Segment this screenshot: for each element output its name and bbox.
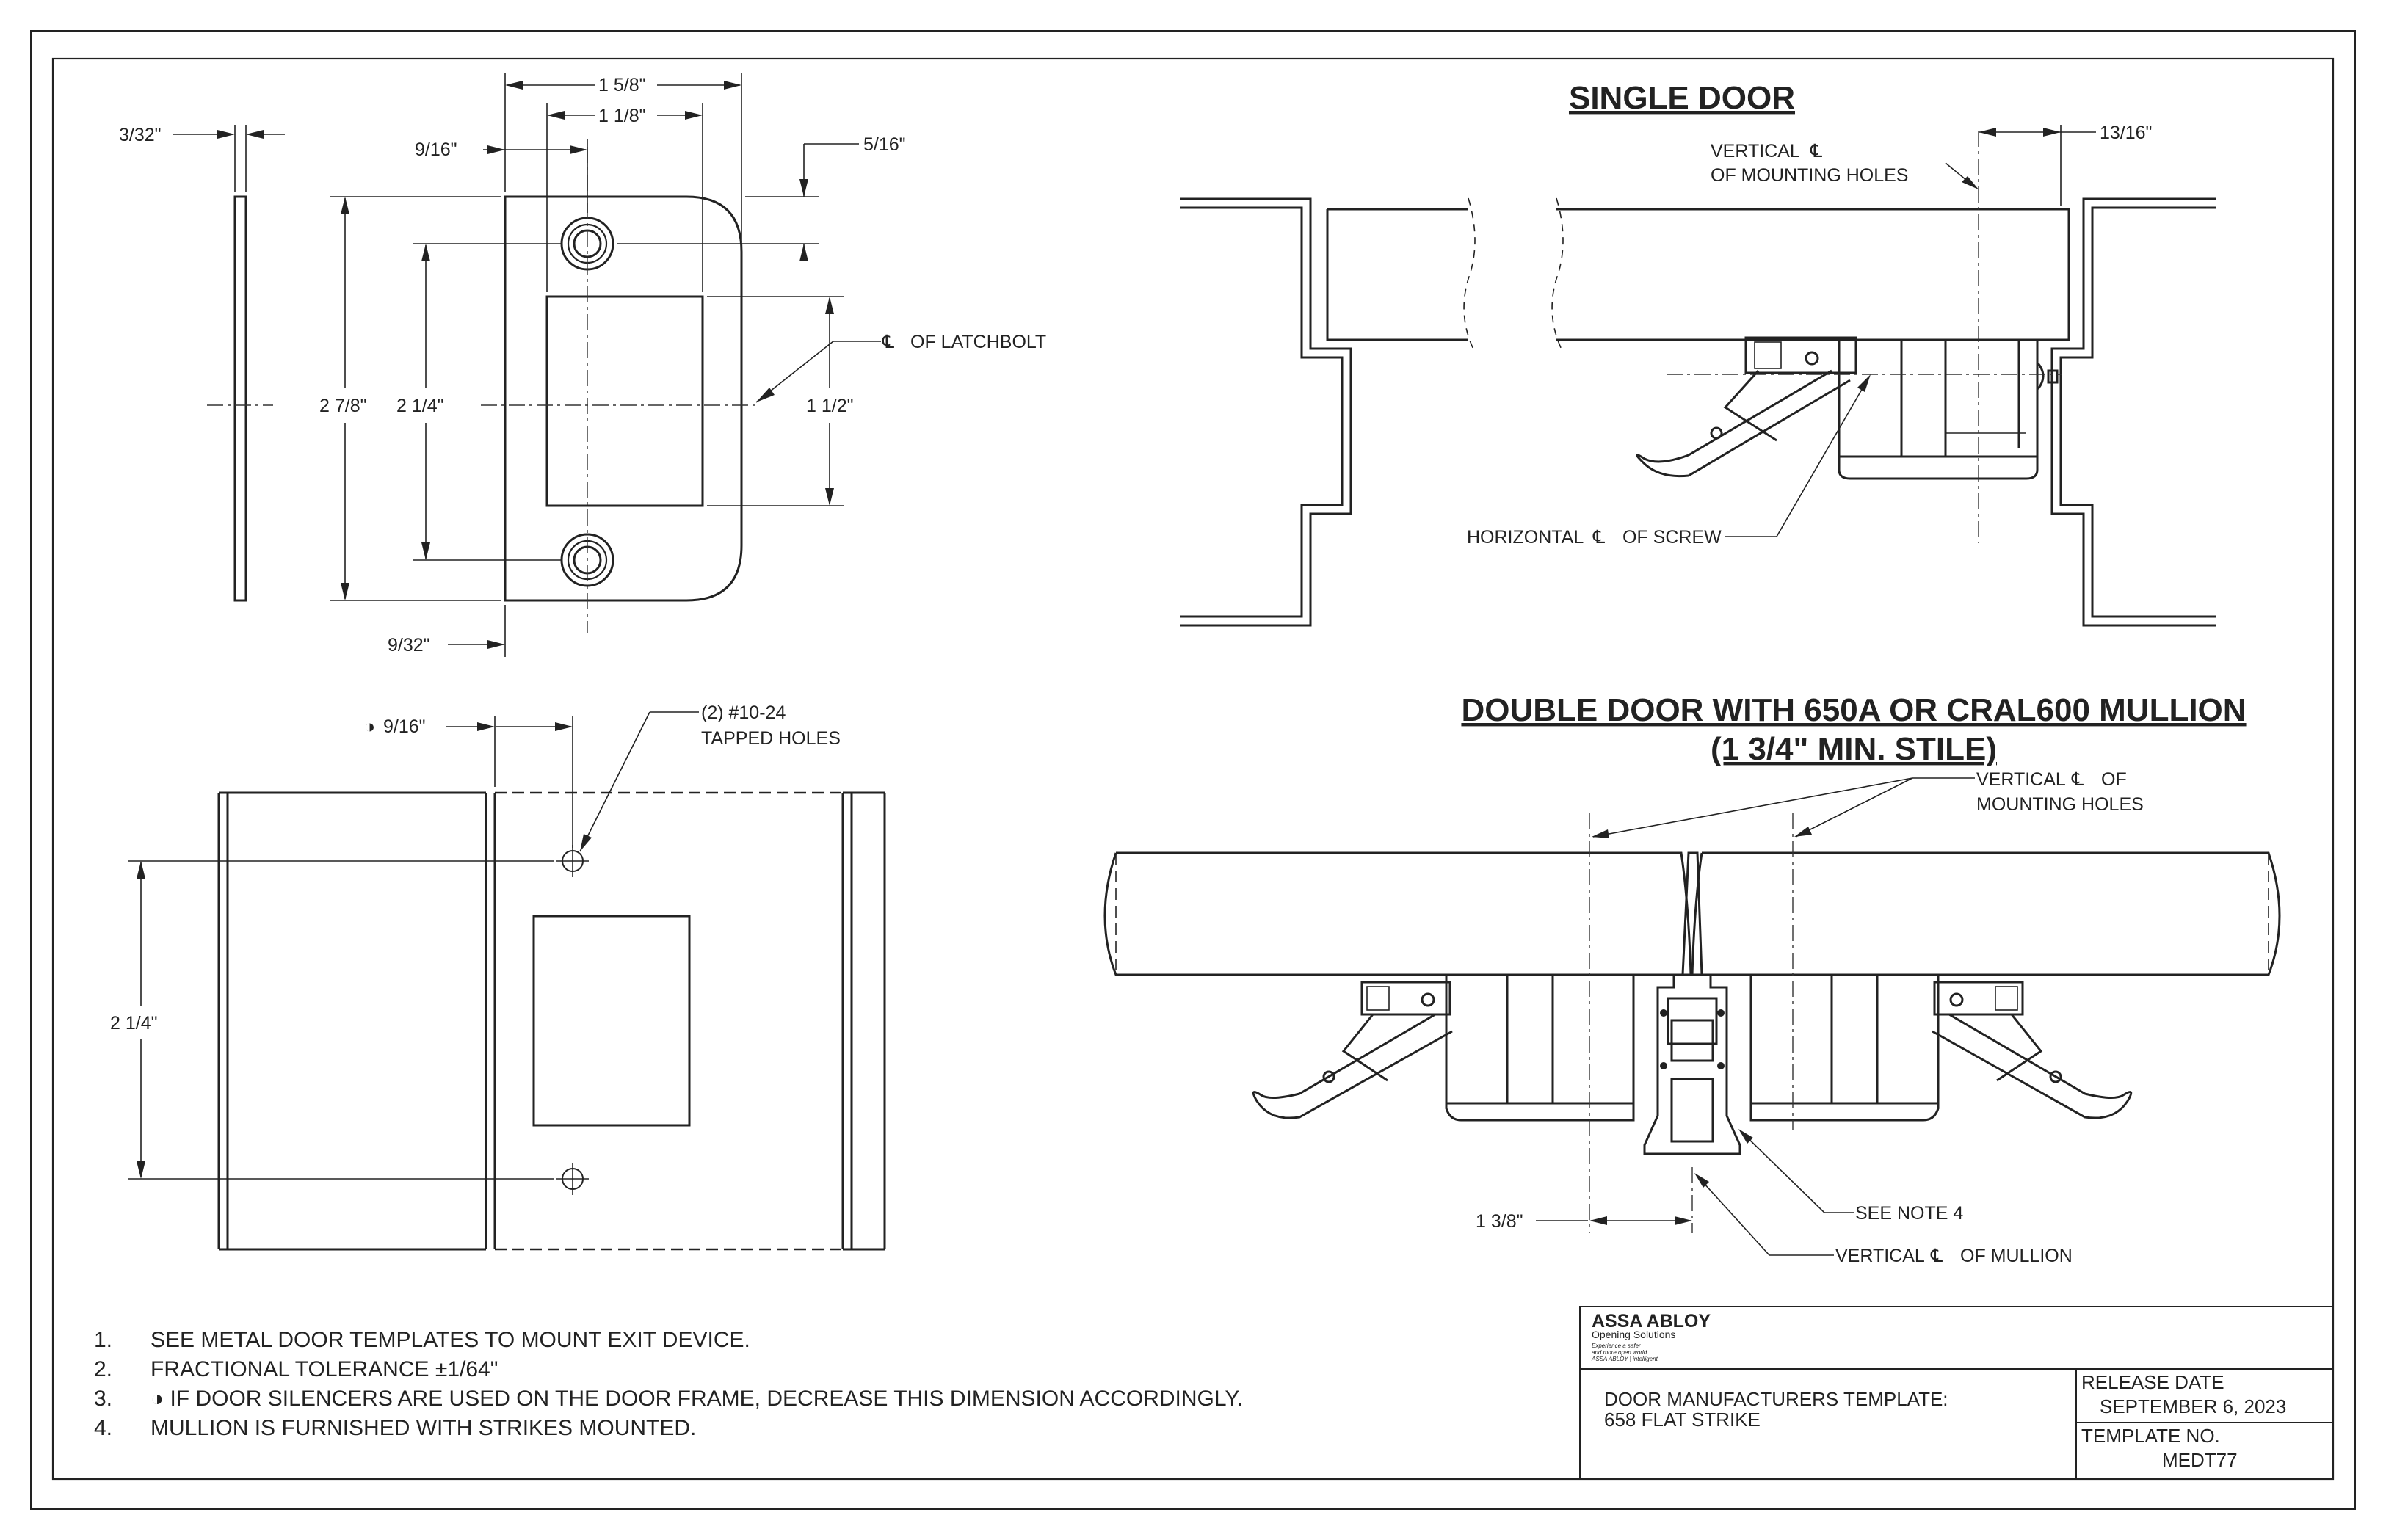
note-1-num: 1. <box>94 1328 112 1352</box>
double-door-title-2: (1 3/4" MIN. STILE) <box>1711 731 1997 767</box>
frame-dim-hole-offset: 9/16" <box>383 716 426 737</box>
label-mullion-cl-a: VERTICAL <box>1835 1246 1925 1266</box>
dim-overall-height: 2 7/8" <box>319 396 366 416</box>
template-desc-2: 658 FLAT STRIKE <box>1604 1409 1761 1431</box>
strike-plate-outline <box>504 195 743 602</box>
strike-plate-view: 3/32" 1 5/8" 1 1/ <box>119 73 1046 657</box>
frame-cutout-view: ◑ 9/16" (2) #10-24 TAPPED HOLES 2 1/4" <box>110 702 886 1251</box>
release-date-value: SEPTEMBER 6, 2023 <box>2100 1395 2286 1417</box>
dim-thickness: 3/32" <box>119 125 162 145</box>
label-mullion-cl-b: OF MULLION <box>1960 1246 2073 1266</box>
dim-bottom-offset: 9/32" <box>388 635 430 655</box>
label-see-note: SEE NOTE 4 <box>1855 1203 1963 1224</box>
dim-inner-width: 1 1/8" <box>598 106 645 126</box>
single-hcl-symbol: ℄ <box>1592 527 1605 548</box>
double-dim-offset: 1 3/8" <box>1476 1211 1523 1232</box>
strike-edge-view <box>233 195 247 602</box>
title-block: ASSA ABLOY Opening Solutions Experience … <box>1579 1306 2334 1480</box>
cl-symbol-latchbolt: ℄ <box>882 332 894 352</box>
single-dim-offset: 13/16" <box>2100 123 2152 143</box>
single-hcl-label-a: HORIZONTAL <box>1467 527 1584 548</box>
note-4-num: 4. <box>94 1416 112 1440</box>
logo-tiny: ASSA ABLOY | intelligent <box>1591 1356 1658 1362</box>
frame-dim-symbol: ◑ <box>364 716 375 737</box>
double-door-left-panel <box>1103 851 1692 976</box>
inner-border <box>51 57 2335 1481</box>
frame-latch-cutout <box>532 915 691 1127</box>
logo-sub: Opening Solutions <box>1592 1329 1675 1340</box>
dim-hole-spacing: 2 1/4" <box>396 396 443 416</box>
label-tapped-holes-2: TAPPED HOLES <box>701 728 841 749</box>
single-frame-right <box>2050 197 2216 627</box>
double-door-view: DOUBLE DOOR WITH 650A OR CRAL600 MULLION… <box>1103 692 2281 1266</box>
note-3-text: ◑ IF DOOR SILENCERS ARE USED ON THE DOOR… <box>151 1387 1243 1411</box>
single-lever-arm <box>1636 369 1851 478</box>
single-vcl-label-1: VERTICAL <box>1711 141 1800 161</box>
note-4-text: MULLION IS FURNISHED WITH STRIKES MOUNTE… <box>151 1416 696 1440</box>
label-tapped-holes-1: (2) #10-24 <box>701 702 786 723</box>
single-door-view: SINGLE DOOR <box>1180 80 2216 627</box>
mullion-cl-symbol: ℄ <box>1930 1246 1943 1266</box>
single-exit-device <box>1838 340 2039 480</box>
logo-tag-2: and more open world <box>1592 1349 1647 1356</box>
logo: ASSA ABLOY <box>1592 1311 1711 1332</box>
double-door-title-1: DOUBLE DOOR WITH 650A OR CRAL600 MULLION <box>1461 692 2246 728</box>
release-date-label: RELEASE DATE <box>2081 1371 2224 1393</box>
single-frame-left <box>1180 197 1352 627</box>
mullion <box>1643 851 1741 1155</box>
tapped-hole-bottom <box>556 1163 589 1195</box>
single-door-panel <box>1326 208 2070 341</box>
double-vcl-label-2: MOUNTING HOLES <box>1976 794 2144 815</box>
tapped-hole-top <box>556 845 589 877</box>
template-desc-1: DOOR MANUFACTURERS TEMPLATE: <box>1604 1388 1948 1410</box>
double-vcl-label-a: VERTICAL <box>1976 769 2066 790</box>
double-door-right-panel <box>1691 851 2281 976</box>
note-1-text: SEE METAL DOOR TEMPLATES TO MOUNT EXIT D… <box>151 1328 750 1352</box>
note-2-num: 2. <box>94 1357 112 1381</box>
note-2-text: FRACTIONAL TOLERANCE ±1/64" <box>151 1357 498 1381</box>
template-no-label: TEMPLATE NO. <box>2081 1425 2220 1447</box>
double-left-exit-device <box>1445 975 1635 1122</box>
dim-opening-height: 1 1/2" <box>806 396 853 416</box>
double-vcl-label-b: OF <box>2101 769 2127 790</box>
latch-opening <box>545 295 704 507</box>
outer-border <box>30 30 2356 1510</box>
frame-dim-hole-spacing: 2 1/4" <box>110 1013 157 1034</box>
double-right-exit-device <box>1749 975 1940 1122</box>
single-hcl-label-b: OF SCREW <box>1622 527 1722 548</box>
single-vcl-symbol: ℄ <box>1810 141 1822 161</box>
single-door-title: SINGLE DOOR <box>1569 80 1795 116</box>
template-no-value: MEDT77 <box>2162 1449 2238 1471</box>
double-vcl-symbol: ℄ <box>2071 769 2084 790</box>
single-vcl-label-2: OF MOUNTING HOLES <box>1711 165 1908 186</box>
label-latchbolt: OF LATCHBOLT <box>910 332 1046 352</box>
note-3-num: 3. <box>94 1387 112 1411</box>
dim-hole-offset: 9/16" <box>415 139 457 160</box>
dim-top-offset: 5/16" <box>863 134 906 155</box>
notes-list: 1. SEE METAL DOOR TEMPLATES TO MOUNT EXI… <box>94 1328 1243 1440</box>
logo-tag-1: Experience a safer <box>1592 1343 1641 1349</box>
dim-overall-width: 1 5/8" <box>598 75 645 95</box>
